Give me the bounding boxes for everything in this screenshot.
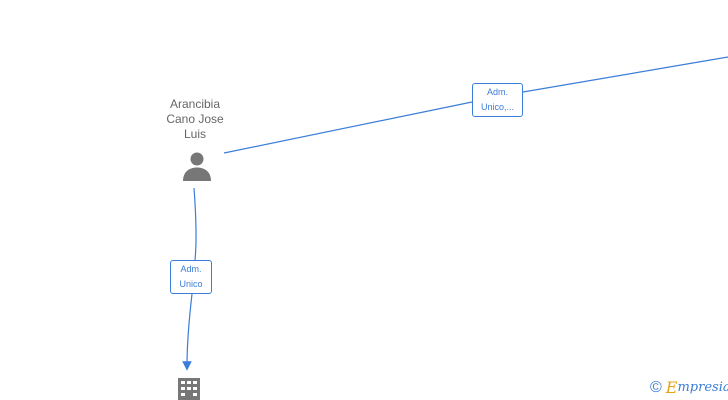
relation-label-adm-unico[interactable]: Adm. Unico,... bbox=[472, 83, 523, 117]
person-name-line: Arancibia bbox=[169, 97, 221, 111]
person-name-line: Luis bbox=[183, 127, 206, 141]
copyright-icon: © bbox=[650, 379, 662, 396]
person-name: Arancibia Cano Jose Luis bbox=[150, 97, 240, 142]
person-name-line: Cano Jose bbox=[166, 112, 224, 126]
relation-label-line: Unico bbox=[179, 279, 203, 289]
relation-label-adm-unico[interactable]: Adm. Unico bbox=[170, 260, 212, 294]
relation-label-line: Adm. bbox=[486, 87, 508, 97]
relation-label-line: Adm. bbox=[180, 264, 202, 274]
brand-watermark: © E mpresia bbox=[650, 378, 728, 398]
brand-logo-text: mpresia bbox=[677, 380, 728, 395]
link-person-to-company bbox=[187, 187, 197, 366]
person-icon[interactable] bbox=[181, 150, 213, 182]
building-icon[interactable] bbox=[177, 376, 201, 400]
relation-label-line: Unico,... bbox=[480, 102, 514, 112]
brand-logo-initial: E bbox=[665, 378, 678, 397]
link-person-to-offscreen-company bbox=[223, 56, 728, 154]
